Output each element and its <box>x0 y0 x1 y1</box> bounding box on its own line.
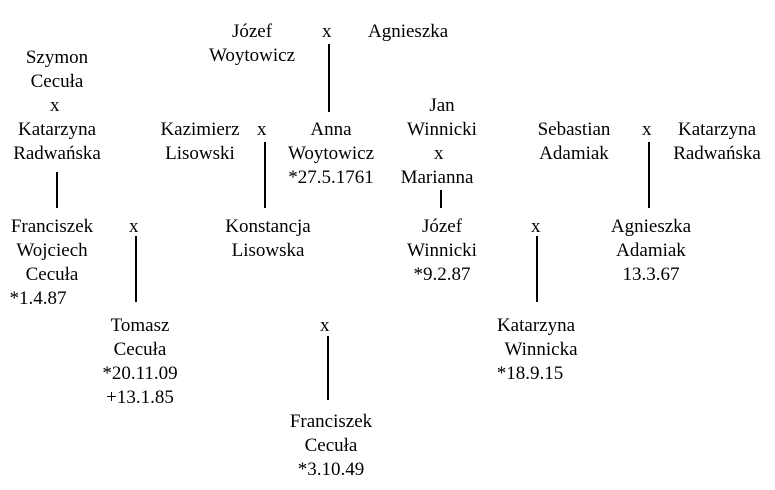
date-line: *9.2.87 <box>413 264 471 285</box>
marriage-symbol: x <box>129 216 139 237</box>
date-line: *27.5.1761 <box>288 167 374 188</box>
person-jozef-woytowicz: Józef Woytowicz <box>209 20 295 68</box>
name-line: Winnicki <box>407 240 477 261</box>
person-sebastian-adamiak: Sebastian Adamiak <box>538 118 611 166</box>
person-tomasz-cecula: Tomasz Cecuła *20.11.09 +13.1.85 <box>102 314 177 410</box>
person-katarzyna-radwanska-left: Katarzyna Radwańska <box>13 118 101 166</box>
date-line: *18.9.15 <box>496 363 564 384</box>
name-line: Lisowski <box>165 143 235 164</box>
name-line: Agnieszka <box>368 21 449 42</box>
name-line: Radwańska <box>673 143 761 164</box>
connector-line-jozef-katarzyna <box>536 236 538 302</box>
date-line: *1.4.87 <box>9 288 67 309</box>
connector-line-woytowicz-anna <box>328 44 330 112</box>
date-line: *3.10.49 <box>297 459 365 480</box>
connector-line-franciszek-tomasz <box>135 236 137 302</box>
person-agnieszka: Agnieszka <box>368 20 448 44</box>
person-jan-winnicki: Jan Winnicki <box>407 94 477 142</box>
person-anna-woytowicz: Anna Woytowicz *27.5.1761 <box>288 118 374 190</box>
name-line: Józef <box>231 21 273 42</box>
name-line: Cecuła <box>25 264 79 285</box>
date-line: 13.3.67 <box>622 264 680 285</box>
name-line: Adamiak <box>616 240 686 261</box>
name-line: Woytowicz <box>208 45 296 66</box>
connector-line-winnicki-jozef <box>440 190 442 208</box>
marriage-symbol: x <box>322 21 332 42</box>
marriage-symbol: x <box>50 95 60 116</box>
name-line: Anna <box>310 119 352 140</box>
name-line: Cecuła <box>304 435 358 456</box>
person-katarzyna-winnicka: Katarzyna Winnicka *18.9.15 <box>494 314 578 386</box>
person-szymon-cecula: Szymon Cecuła <box>26 46 88 94</box>
person-marianna: Marianna <box>401 166 474 190</box>
name-line: Katarzyna <box>496 315 576 336</box>
connector-line-tomasz-franciszek <box>327 336 329 400</box>
date-line: +13.1.85 <box>106 387 174 408</box>
marriage-symbol: x <box>257 119 267 140</box>
name-line: Radwańska <box>13 143 101 164</box>
connector-line-lisowski-konstancja <box>264 142 266 208</box>
person-konstancja-lisowska: Konstancja Lisowska <box>225 215 310 263</box>
name-line: Cecuła <box>113 339 167 360</box>
name-line: Sebastian <box>537 119 611 140</box>
connector-line-cecula-franciszek <box>56 172 58 208</box>
marriage-symbol: x <box>320 315 330 336</box>
name-line: Józef <box>421 216 463 237</box>
person-franciszek-wojciech-cecula: Franciszek Wojciech Cecuła *1.4.87 <box>10 215 94 311</box>
person-jozef-winnicki: Józef Winnicki *9.2.87 <box>407 215 477 287</box>
name-line: Franciszek <box>289 411 373 432</box>
name-line: Katarzyna <box>677 119 757 140</box>
person-agnieszka-adamiak: Agnieszka Adamiak 13.3.67 <box>611 215 691 287</box>
name-line: Franciszek <box>10 216 94 237</box>
marriage-symbol: x <box>531 216 541 237</box>
name-line: Lisowska <box>231 240 305 261</box>
name-line: Winnicka <box>504 339 578 360</box>
name-line: Cecuła <box>30 71 84 92</box>
marriage-symbol: x <box>434 143 444 164</box>
date-line: *20.11.09 <box>102 363 178 384</box>
name-line: Woytowicz <box>287 143 375 164</box>
name-line: Winnicki <box>407 119 477 140</box>
marriage-symbol: x <box>642 119 652 140</box>
person-katarzyna-radwanska-right: Katarzyna Radwańska <box>673 118 761 166</box>
name-line: Tomasz <box>110 315 170 336</box>
name-line: Katarzyna <box>17 119 97 140</box>
name-line: Agnieszka <box>610 216 692 237</box>
connector-line-adamiak-agnieszka <box>648 142 650 208</box>
name-line: Wojciech <box>16 240 88 261</box>
person-kazimierz-lisowski: Kazimierz Lisowski <box>160 118 239 166</box>
name-line: Konstancja <box>225 216 311 237</box>
name-line: Szymon <box>25 47 89 68</box>
name-line: Adamiak <box>539 143 609 164</box>
name-line: Marianna <box>400 167 474 188</box>
name-line: Jan <box>429 95 455 116</box>
name-line: Kazimierz <box>160 119 240 140</box>
person-franciszek-cecula: Franciszek Cecuła *3.10.49 <box>290 410 372 482</box>
